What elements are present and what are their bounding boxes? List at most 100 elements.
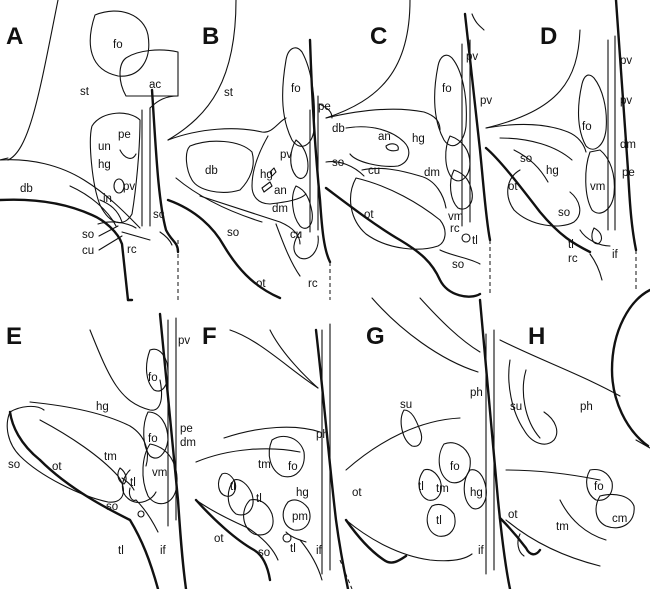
region-label: tl (256, 493, 262, 505)
panel-label-d: D (540, 23, 557, 50)
region-label: rc (450, 223, 460, 235)
region-label: ph (316, 429, 329, 441)
region-label: pv (620, 55, 632, 67)
region-label: fo (148, 372, 158, 384)
region-label: if (478, 545, 485, 557)
region-label: in (103, 193, 112, 205)
region-label: an (274, 185, 287, 197)
region-label: fo (442, 83, 452, 95)
panel-label-c: C (370, 23, 387, 50)
region-label: cu (368, 165, 380, 177)
region-label: so (452, 259, 464, 271)
region-label: vm (152, 467, 167, 479)
region-label: so (332, 157, 344, 169)
region-label: ot (352, 487, 362, 499)
region-label: fo (288, 461, 298, 473)
region-label: tl (436, 515, 442, 527)
region-label: pv (178, 335, 190, 347)
region-label: pv (620, 95, 632, 107)
region-label: st (224, 87, 234, 99)
region-label: so (8, 459, 20, 471)
region-label: ot (256, 278, 266, 290)
region-label: tm (104, 451, 117, 463)
region-label: so (520, 153, 532, 165)
region-label: tm (258, 459, 271, 471)
panel-h: H su ph fo ot tm cm (500, 290, 650, 566)
region-label: tl (568, 239, 574, 251)
region-label: pv (480, 95, 492, 107)
region-label: hg (96, 401, 109, 413)
region-label: so (82, 229, 94, 241)
region-label: db (20, 183, 33, 195)
panel-label-f: F (202, 323, 217, 350)
region-label: if (316, 545, 323, 557)
region-label: dm (272, 203, 288, 215)
region-label: hg (98, 159, 111, 171)
region-label: hg (412, 133, 425, 145)
region-label: ot (508, 181, 518, 193)
region-label: tl (290, 543, 296, 555)
region-label: db (205, 165, 218, 177)
region-label: cu (290, 229, 302, 241)
region-label: fo (148, 433, 158, 445)
region-label: tm (436, 483, 449, 495)
panel-a: A fo ac st pe un hg pv in db sc so cu rc (0, 0, 178, 300)
region-label: dm (424, 167, 440, 179)
region-label: ot (214, 533, 224, 545)
region-label: pv (123, 181, 135, 193)
panel-label-a: A (6, 23, 23, 50)
region-label: hg (470, 487, 483, 499)
region-label: pe (622, 167, 635, 179)
region-label: db (332, 123, 345, 135)
region-label: tl (472, 235, 478, 247)
region-label: pe (180, 423, 193, 435)
region-label: cm (612, 513, 627, 525)
region-label: so (106, 501, 118, 513)
region-label: tl (418, 481, 424, 493)
region-label: fo (594, 481, 604, 493)
region-label: fo (450, 461, 460, 473)
region-label: st (80, 86, 90, 98)
region-label: su (510, 401, 522, 413)
region-label: vm (590, 181, 605, 193)
region-label: so (227, 227, 239, 239)
region-label: dm (620, 139, 636, 151)
panel-d: D pv pv fo dm so hg pe ot vm so tl rc if (486, 0, 636, 290)
region-label: so (558, 207, 570, 219)
panel-label-h: H (528, 323, 545, 350)
panel-label-b: B (202, 23, 219, 50)
region-label: ac (149, 79, 161, 91)
region-label: ot (508, 509, 518, 521)
region-label: sc (153, 209, 165, 221)
region-label: dm (180, 437, 196, 449)
region-label: rc (568, 253, 578, 265)
region-label: un (98, 141, 111, 153)
region-label: pv (466, 51, 478, 63)
region-label: rc (127, 244, 137, 256)
region-label: fo (113, 39, 123, 51)
region-label: ot (364, 209, 374, 221)
panel-label-g: G (366, 323, 385, 350)
panel-c: C pv fo pv db an hg so cu dm ot vm rc tl… (326, 0, 492, 297)
region-label: tl (130, 477, 136, 489)
panel-e: E pv fo hg pe dm so ot tm fo tl vm so tl… (6, 314, 196, 589)
region-label: ph (580, 401, 593, 413)
region-label: cu (82, 245, 94, 257)
region-label: pe (118, 129, 131, 141)
region-label: tl (118, 545, 124, 557)
region-label: vm (448, 211, 463, 223)
panel-f: F ph tm fo tl tl hg pm ot tl so if (196, 323, 352, 589)
region-label: hg (296, 487, 309, 499)
region-label: ot (52, 461, 62, 473)
region-label: fo (582, 121, 592, 133)
region-label: hg (546, 165, 559, 177)
region-label: ph (470, 387, 483, 399)
region-label: pm (292, 511, 308, 523)
panel-b: B st fo pe db pv hg an dm so cu ot rc (168, 0, 332, 300)
region-label: an (378, 131, 391, 143)
region-label: so (258, 547, 270, 559)
panel-label-e: E (6, 323, 22, 350)
region-label: tm (556, 521, 569, 533)
region-label: pv (280, 149, 292, 161)
